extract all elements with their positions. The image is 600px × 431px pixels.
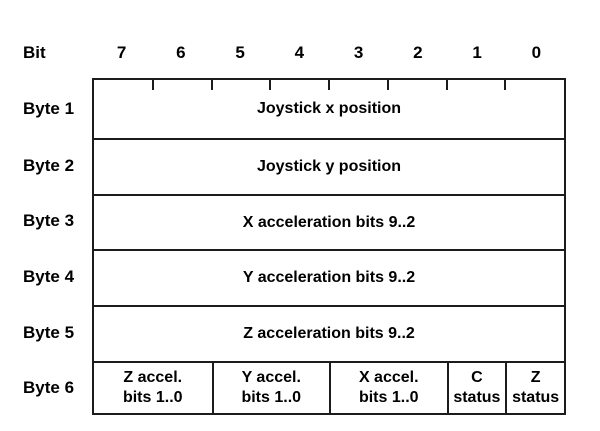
byte-3-label: Byte 3 (23, 211, 75, 230)
byte-1-row: Joystick x position (94, 80, 564, 138)
cell-line-2: bits 1..0 (122, 389, 183, 406)
byte-3-content: X acceleration bits 9..2 (242, 213, 416, 231)
cell-line-2: status (453, 389, 501, 406)
bit-number-row: 7 6 5 4 3 2 1 0 (92, 43, 566, 62)
bit-number-6: 6 (176, 43, 186, 62)
bit-boundary-tick (328, 80, 330, 90)
byte-table: Joystick x position Joystick y position … (92, 78, 566, 415)
byte-5-row: Z acceleration bits 9..2 (94, 305, 564, 361)
byte-5-content: Z acceleration bits 9..2 (243, 325, 415, 342)
cell-line-1: Y accel. (241, 369, 301, 386)
byte-6-label: Byte 6 (23, 378, 75, 397)
bit-boundary-tick (210, 80, 213, 90)
byte-6-cell-z-status: Z status (505, 363, 564, 413)
bit-boundary-tick (386, 80, 389, 90)
byte-6-cell-y-accel: Y accel. bits 1..0 (211, 363, 330, 413)
byte-4-row: Y acceleration bits 9..2 (94, 249, 564, 305)
bit-axis-label: Bit (23, 43, 46, 62)
bit-number-1: 1 (472, 43, 482, 62)
bit-number-0: 0 (531, 43, 542, 62)
byte-4-label: Byte 4 (23, 267, 75, 286)
cell-line-1: C (471, 369, 483, 386)
byte-6-row: Z accel. bits 1..0 Y accel. bits 1..0 X … (94, 361, 564, 413)
cell-line-1: Z accel. (123, 369, 183, 386)
byte-5-label: Byte 5 (23, 323, 75, 342)
byte-6-cell-x-accel: X accel. bits 1..0 (329, 363, 447, 413)
bit-number-7: 7 (116, 43, 127, 62)
byte-4-content: Y acceleration bits 9..2 (242, 269, 416, 286)
bit-boundary-tick (151, 80, 154, 90)
bit-number-2: 2 (413, 43, 423, 62)
cell-line-1: X accel. (358, 369, 419, 386)
cell-line-2: status (512, 389, 560, 406)
bit-number-4: 4 (294, 43, 305, 62)
byte-1-content: Joystick x position (256, 100, 402, 117)
byte-2-content: Joystick y position (256, 158, 402, 175)
byte-2-label: Byte 2 (23, 156, 75, 175)
bit-boundary-tick (445, 80, 448, 90)
bit-number-3: 3 (353, 43, 364, 62)
cell-line-2: bits 1..0 (358, 389, 419, 406)
cell-line-2: bits 1..0 (241, 389, 302, 406)
cell-line-1: Z (530, 369, 541, 386)
byte-2-row: Joystick y position (94, 138, 564, 194)
byte-6-cell-c-status: C status (446, 363, 506, 413)
bit-boundary-tick (504, 80, 507, 90)
byte-6-cell-z-accel: Z accel. bits 1..0 (94, 363, 212, 413)
bit-number-5: 5 (235, 43, 245, 62)
bit-boundary-tick (269, 80, 272, 90)
byte-1-label: Byte 1 (23, 99, 75, 118)
byte-3-row: X acceleration bits 9..2 (94, 194, 564, 249)
